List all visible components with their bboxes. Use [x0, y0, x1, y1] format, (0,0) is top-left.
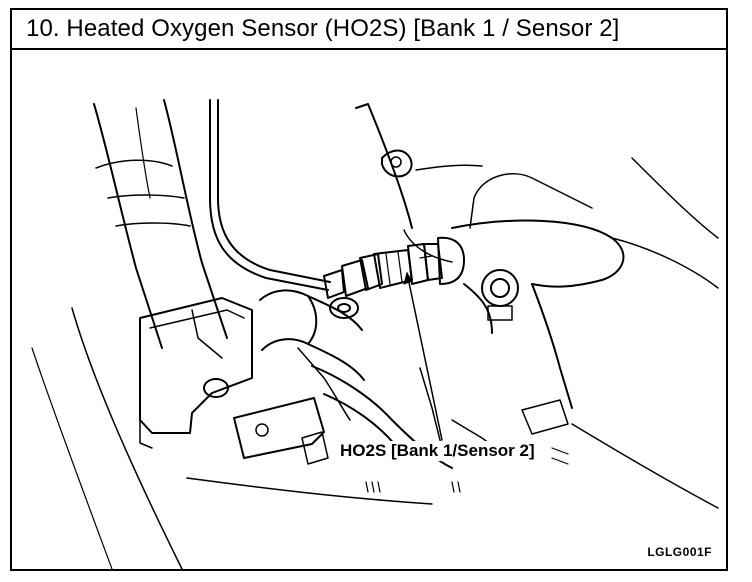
- sensor-wire: [209, 99, 331, 291]
- title-bar: 10. Heated Oxygen Sensor (HO2S) [Bank 1 …: [12, 10, 726, 50]
- page-title: 10. Heated Oxygen Sensor (HO2S) [Bank 1 …: [26, 15, 620, 42]
- figure-code: LGLG001F: [647, 545, 712, 559]
- oxygen-sensor: [323, 236, 465, 299]
- engine-illustration: [31, 99, 719, 569]
- sensor-callout-label: HO2S [Bank 1/Sensor 2]: [338, 441, 537, 461]
- callout-leader: [403, 272, 443, 441]
- hatch-marks: [365, 447, 569, 493]
- center-bracket: [355, 103, 483, 263]
- lower-right-bracket: [419, 367, 719, 509]
- pipe-clamp: [259, 289, 453, 469]
- frame-rail: [31, 307, 433, 569]
- bracket-left: [139, 297, 253, 449]
- exhaust-flange-right: [451, 157, 719, 409]
- figure-frame: 10. Heated Oxygen Sensor (HO2S) [Bank 1 …: [10, 8, 728, 571]
- exhaust-pipe-left: [93, 99, 228, 349]
